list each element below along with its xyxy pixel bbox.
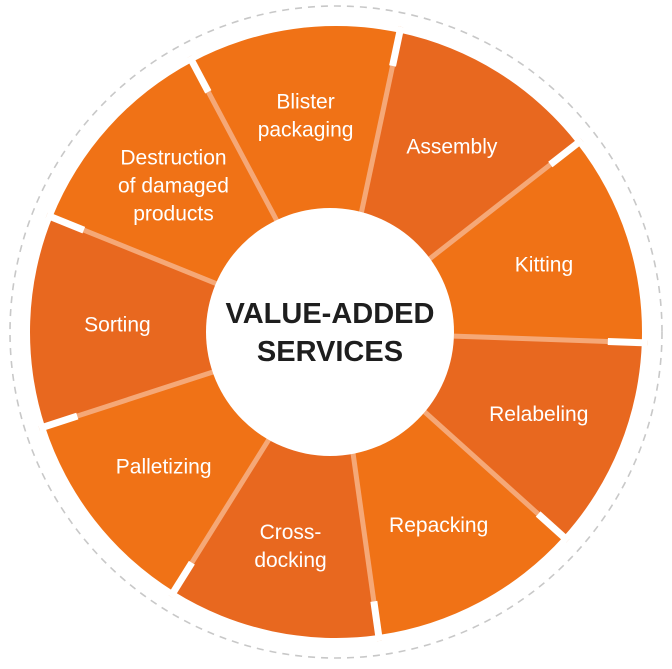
center-title-line: VALUE-ADDED <box>226 298 435 330</box>
segment-divider-tip <box>167 560 195 599</box>
segment-label-line: products <box>133 203 214 226</box>
segments-group <box>29 26 642 639</box>
center-title-line: SERVICES <box>257 336 403 368</box>
segment-label-line: docking <box>254 549 326 572</box>
segment-label-line: Destruction <box>120 147 226 170</box>
segment-divider-tip <box>548 137 585 168</box>
segment-label-repacking: Repacking <box>389 514 488 537</box>
center-circle <box>206 208 454 456</box>
segment-repacking <box>351 406 564 636</box>
segment-label-line: Kitting <box>515 253 573 276</box>
segment-assembly <box>359 32 578 264</box>
segment-label-blister-packaging: Blister packaging <box>258 90 354 141</box>
segment-label-cross-docking: Cross-docking <box>254 521 326 572</box>
segment-label-line: packaging <box>258 118 354 141</box>
segment-label-relabeling: Relabeling <box>489 403 588 426</box>
segment-label-line: Assembly <box>406 136 498 159</box>
segment-cross-docking <box>173 426 379 639</box>
segment-label-line: Repacking <box>389 514 488 537</box>
segment-divider-tip <box>186 54 212 94</box>
segment-label-line: Blister <box>276 90 334 113</box>
segment-divider-tip <box>45 211 86 234</box>
segment-label-sorting: Sorting <box>84 313 151 336</box>
segment-divider-tip <box>607 337 648 347</box>
segment-label-line: Palletizing <box>116 456 212 479</box>
center-title: VALUE-ADDED SERVICES <box>226 298 435 368</box>
segment-destruction-of-damaged-products <box>52 61 284 291</box>
segment-label-line: of damaged <box>118 175 229 198</box>
segment-blister-packaging <box>192 26 400 234</box>
segment-label-palletizing: Palletizing <box>116 456 212 479</box>
segment-label-kitting: Kitting <box>515 253 573 276</box>
separators-group <box>38 26 648 642</box>
segment-label-destruction-of-damaged-products: Destruction of damaged products <box>118 147 229 226</box>
segment-divider-tip <box>389 26 405 67</box>
segment-relabeling <box>419 335 642 537</box>
segment-label-line: Cross- <box>260 521 322 544</box>
segment-labels-group: Blister packagingAssemblyKittingRelabelin… <box>84 90 588 571</box>
outer-dashed-ring <box>9 5 663 659</box>
segment-label-assembly: Assembly <box>406 136 498 159</box>
segment-label-line: Relabeling <box>489 403 588 426</box>
segment-divider-tip <box>38 412 79 432</box>
segment-palletizing <box>44 366 277 592</box>
segment-divider-tip <box>535 511 571 544</box>
segment-label-line: Sorting <box>84 313 151 336</box>
segment-kitting <box>424 143 642 343</box>
segment-divider-tip <box>370 600 383 642</box>
